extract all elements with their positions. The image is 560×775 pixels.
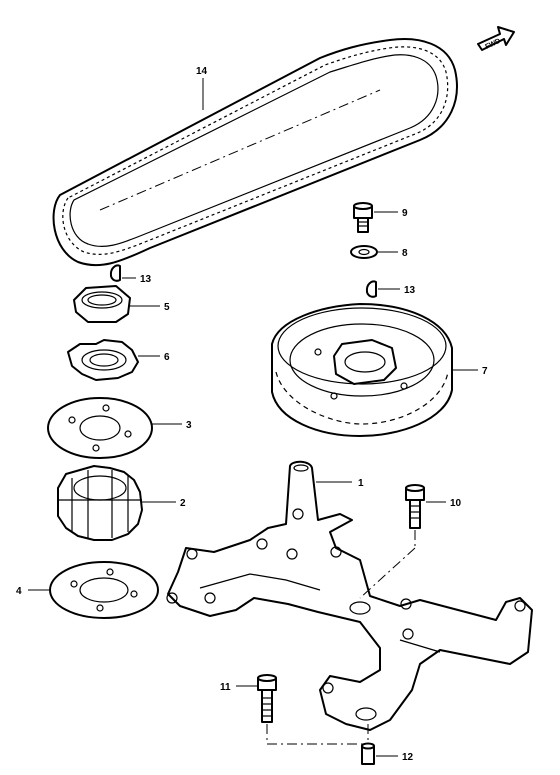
washer-8	[350, 245, 378, 259]
callout-4: 4	[16, 586, 22, 597]
leader-lines	[28, 78, 478, 757]
camshaft-pulley-7	[271, 303, 453, 437]
callout-5: 5	[164, 302, 170, 313]
callout-3: 3	[186, 420, 192, 431]
woodruff-key-13-right	[365, 280, 377, 298]
crank-sprocket-2	[57, 465, 143, 541]
flange-disc-4	[49, 561, 159, 619]
bracket-1	[166, 460, 533, 731]
callout-11: 11	[220, 682, 231, 693]
dowel-pin-12	[361, 742, 375, 765]
callout-8: 8	[402, 248, 408, 259]
nut-5	[73, 285, 131, 323]
callout-12: 12	[402, 752, 414, 763]
callout-2: 2	[180, 498, 186, 509]
timing-belt	[52, 38, 458, 267]
callout-6: 6	[164, 352, 170, 363]
callout-13-right: 13	[404, 285, 416, 296]
assembly-guide-lines	[266, 530, 416, 745]
callout-7: 7	[482, 366, 488, 377]
lock-plate-6	[67, 339, 139, 381]
callout-14: 14	[196, 66, 208, 77]
bolt-9	[353, 202, 373, 233]
bolt-11	[257, 674, 277, 723]
callout-13-left: 13	[140, 274, 152, 285]
bolt-10	[405, 484, 425, 529]
callout-1: 1	[358, 478, 364, 489]
fwd-arrow-icon: FWD	[477, 26, 515, 51]
callout-9: 9	[402, 208, 408, 219]
woodruff-key-13-left	[109, 264, 121, 282]
flange-disc-3	[47, 397, 153, 459]
callout-10: 10	[450, 498, 462, 509]
